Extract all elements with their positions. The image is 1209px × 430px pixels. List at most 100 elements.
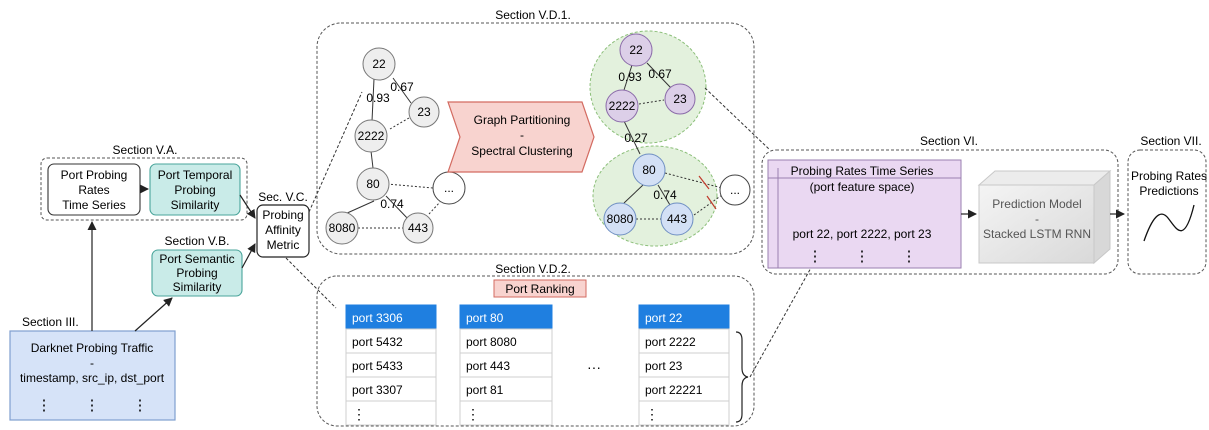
timeseries-vdots-2: ⋮ — [855, 248, 870, 265]
right-node-22-label: 22 — [629, 43, 643, 57]
connector-ranking-to-timeseries — [749, 265, 813, 378]
section-vb-label: Section V.B. — [165, 234, 230, 248]
left-graph-edges — [344, 77, 441, 229]
model-line1: Prediction Model — [992, 197, 1081, 211]
timeseries-title: Probing Rates Time Series — [791, 164, 934, 178]
graph-partitioning-arrow — [447, 101, 595, 173]
section-vc-label: Sec. V.C. — [258, 190, 308, 204]
right-node-80-label: 80 — [642, 163, 656, 177]
section-vd1-group — [316, 22, 755, 255]
arrow-semantic-to-affinity — [241, 243, 256, 269]
darknet-title: Darknet Probing Traffic — [31, 341, 154, 355]
timeseries-subtitle: (port feature space) — [810, 180, 915, 194]
predictions-line2: Predictions — [1139, 184, 1198, 198]
ranking-col1-row2: port 5433 — [352, 359, 403, 373]
ranking-columns-ellipsis: ··· — [587, 359, 601, 375]
ranking-col2-vdots: ⋮ — [466, 406, 480, 422]
affinity-line1: Probing — [262, 208, 303, 222]
ranking-col1-row1: port 5432 — [352, 335, 403, 349]
semantic-similarity-box — [151, 249, 243, 297]
section-va-label: Section V.A. — [113, 143, 178, 157]
right-node-443-label: 443 — [667, 212, 687, 226]
ranking-col1-header: port 3306 — [352, 311, 403, 325]
ranking-col2-row3-cell — [459, 376, 553, 402]
connector-graph-to-timeseries — [704, 87, 771, 151]
arrow-temporal-to-affinity — [239, 194, 256, 219]
right-weight-22-23: 0.67 — [648, 67, 672, 81]
darknet-vdots-1: ⋮ — [37, 397, 52, 414]
semantic-line2: Probing — [176, 266, 217, 280]
ranking-brace — [735, 331, 749, 423]
cut-mark-1 — [698, 175, 710, 190]
ranking-column-1: port 3306 port 5432 port 5433 port 3307 … — [345, 304, 437, 426]
right-weight-80-443: 0.74 — [653, 188, 677, 202]
ranking-col3-vdots: ⋮ — [645, 406, 659, 422]
affinity-metric-box — [256, 204, 310, 258]
right-weight-inter-cluster: 0.27 — [624, 131, 648, 145]
right-node-80 — [632, 153, 666, 187]
left-weight-22-2222: 0.93 — [366, 91, 390, 105]
left-weight-80-443: 0.74 — [380, 197, 404, 211]
left-node-443-label: 443 — [408, 221, 428, 235]
temporal-line2: Probing — [174, 183, 215, 197]
connector-affinity-to-ranking — [285, 257, 337, 309]
port-probing-line1: Port Probing — [61, 168, 128, 182]
left-node-23-label: 23 — [417, 105, 431, 119]
ranking-col3-row2: port 23 — [645, 359, 683, 373]
ranking-col1-vdots: ⋮ — [352, 406, 366, 422]
section-3-label: Section III. — [22, 315, 79, 329]
section-va-group — [40, 157, 248, 221]
right-node-8080-label: 8080 — [607, 212, 634, 226]
semantic-line1: Port Semantic — [159, 252, 234, 266]
ranking-col2-header: port 80 — [466, 311, 504, 325]
semantic-line3: Similarity — [173, 280, 222, 294]
port-probing-line3: Time Series — [62, 198, 126, 212]
ranking-col2-header-cell — [459, 304, 553, 330]
prediction-wave-icon — [1143, 204, 1195, 242]
ranking-col2-row2-cell — [459, 352, 553, 378]
temporal-similarity-box — [149, 163, 241, 216]
left-node-23 — [408, 96, 440, 128]
ranking-col3-header-cell — [638, 304, 730, 330]
section-vii-label: Section VII. — [1140, 134, 1201, 148]
ranking-col3-row3-cell — [638, 376, 730, 402]
left-node-2222-label: 2222 — [358, 129, 385, 143]
cut-mark-2 — [706, 195, 717, 210]
right-node-2222-label: 2222 — [609, 99, 636, 113]
right-node-8080 — [603, 202, 637, 236]
ranking-col2-row3: port 81 — [466, 383, 504, 397]
left-node-443 — [402, 212, 434, 244]
darknet-fields: timestamp, src_ip, dst_port — [20, 371, 165, 385]
left-weight-22-23: 0.67 — [390, 80, 414, 94]
timeseries-vdots-1: ⋮ — [808, 248, 823, 265]
partition-line3: Spectral Clustering — [471, 144, 572, 158]
right-node-443 — [660, 202, 694, 236]
right-node-2222 — [605, 89, 639, 123]
temporal-line1: Port Temporal — [158, 168, 232, 182]
prediction-model-cube — [977, 169, 1112, 265]
port-ranking-title: Port Ranking — [505, 282, 574, 296]
ranking-column-3: port 22 port 2222 port 23 port 22221 ⋮ — [638, 304, 730, 426]
right-weight-22-2222: 0.93 — [618, 70, 642, 84]
right-node-23-label: 23 — [673, 92, 687, 106]
right-node-ellipsis — [719, 174, 751, 206]
model-line3: Stacked LSTM RNN — [983, 227, 1091, 241]
ranking-col3-row1-cell — [638, 328, 730, 354]
right-node-ellipsis-label: ... — [730, 183, 740, 197]
darknet-dash: - — [90, 356, 94, 370]
ranking-col2-row1-cell — [459, 328, 553, 354]
section-vd1-label: Section V.D.1. — [495, 8, 571, 22]
ranking-col2-row4-cell — [459, 400, 553, 426]
right-node-23 — [664, 83, 696, 115]
section-vd2-label: Section V.D.2. — [495, 262, 571, 276]
left-node-8080 — [325, 211, 359, 245]
ranking-col1-row1-cell — [345, 328, 437, 354]
ranking-col3-row1: port 2222 — [645, 335, 696, 349]
connector-affinity-to-graph — [308, 91, 363, 213]
affinity-line2: Affinity — [265, 223, 301, 237]
temporal-line3: Similarity — [171, 198, 220, 212]
darknet-vdots-3: ⋮ — [133, 397, 148, 414]
left-node-8080-label: 8080 — [329, 221, 356, 235]
partition-line1: Graph Partitioning — [474, 113, 571, 127]
partition-line2: - — [520, 128, 524, 142]
